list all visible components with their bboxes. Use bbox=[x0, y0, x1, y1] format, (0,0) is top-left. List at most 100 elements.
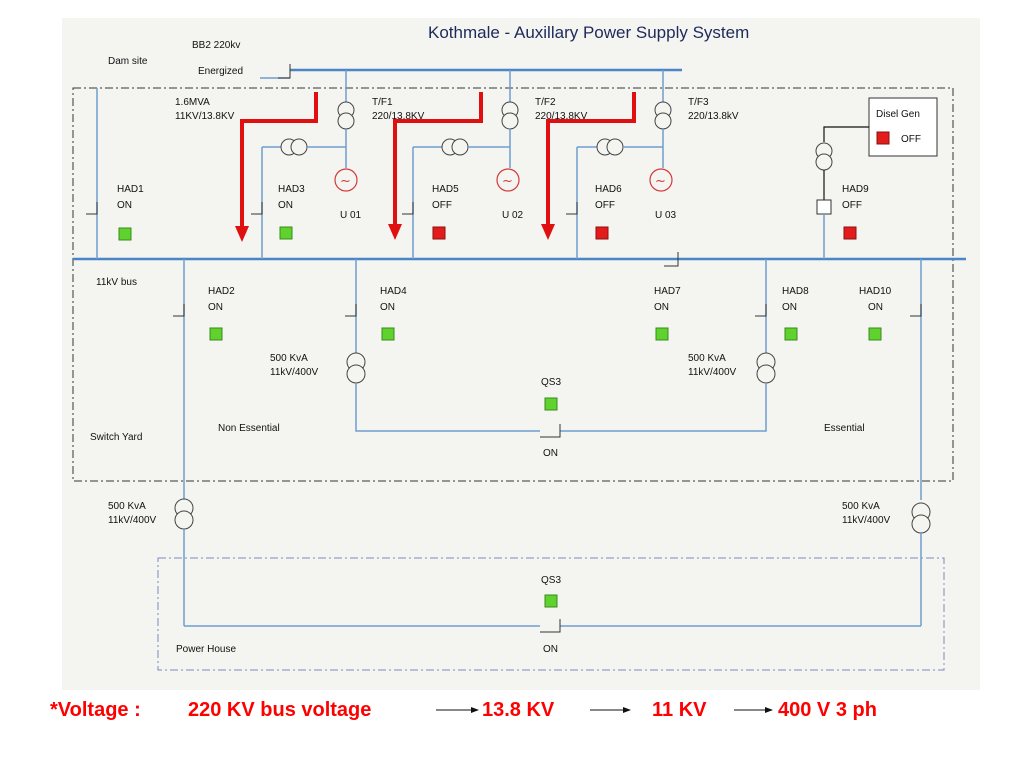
tf16-winding-2 bbox=[290, 138, 308, 156]
tf2-feed-arrow bbox=[393, 92, 483, 230]
tf3-winding-2 bbox=[654, 112, 672, 130]
footer-v3: 11 KV bbox=[652, 699, 707, 721]
had3-indicator[interactable] bbox=[279, 226, 293, 240]
diagram-panel bbox=[62, 18, 980, 690]
had1-indicator[interactable] bbox=[118, 227, 132, 241]
had4-switch[interactable] bbox=[345, 304, 357, 317]
had8-indicator[interactable] bbox=[784, 327, 798, 341]
had5-name: HAD5 bbox=[432, 184, 459, 195]
non-essential-label: Non Essential bbox=[218, 423, 280, 434]
dam-site-label: Dam site bbox=[108, 56, 148, 67]
qs3-ph-indicator[interactable] bbox=[544, 594, 558, 608]
tf16-line2: 11KV/13.8KV bbox=[175, 111, 235, 122]
ph-tr-right-line2: 11kV/400V bbox=[842, 515, 891, 526]
had6-state: OFF bbox=[595, 200, 615, 211]
had10-feeder: HAD10 ON 500 KvA 11kV/400V bbox=[842, 259, 931, 626]
tf3-aux-winding-2 bbox=[606, 138, 624, 156]
had6-switch[interactable] bbox=[566, 202, 578, 215]
e-tr-line2: 11kV/400V bbox=[688, 367, 737, 378]
footer-v4: 400 V 3 ph bbox=[778, 699, 877, 721]
had5-indicator[interactable] bbox=[432, 226, 446, 240]
diesel-label: Disel Gen bbox=[876, 109, 920, 120]
had7-indicator[interactable] bbox=[655, 327, 669, 341]
had8-state: ON bbox=[782, 302, 797, 313]
had6-indicator[interactable] bbox=[595, 226, 609, 240]
diesel-gen-box bbox=[868, 97, 938, 157]
footer-v1: 220 KV bus voltage bbox=[188, 699, 371, 721]
tf1-feed-arrowhead bbox=[235, 226, 249, 242]
diesel-state: OFF bbox=[901, 134, 921, 145]
tf3-line2: 220/13.8kV bbox=[688, 111, 739, 122]
footer-v2: 13.8 KV bbox=[482, 699, 555, 721]
ph-tr-left-line1: 500 KvA bbox=[108, 501, 146, 512]
had8-name: HAD8 bbox=[782, 286, 809, 297]
generator-u01 bbox=[334, 168, 358, 192]
bb2-bus-section: BB2 220kv Energized Dam site bbox=[108, 40, 682, 79]
tf2-winding-2 bbox=[501, 112, 519, 130]
had1-switch[interactable] bbox=[86, 202, 98, 215]
had9-indicator[interactable] bbox=[843, 226, 857, 240]
tf1-group: ~ U 01 T/F1 220/13.8KV 1.6MVA 11KV/13.8K… bbox=[175, 70, 425, 259]
had2-indicator[interactable] bbox=[209, 327, 223, 341]
had9-name: HAD9 bbox=[842, 184, 869, 195]
voltage-footer: *Voltage : 220 KV bus voltage 13.8 KV 11… bbox=[50, 699, 877, 721]
qs3-sy-state: ON bbox=[543, 448, 558, 459]
tf3-feed-arrow bbox=[546, 92, 636, 230]
qs3-ph-state: ON bbox=[543, 644, 558, 655]
tf1-feed-arrow bbox=[240, 92, 318, 232]
had10-indicator[interactable] bbox=[868, 327, 882, 341]
tf2-aux-winding-2 bbox=[451, 138, 469, 156]
had1-name: HAD1 bbox=[117, 184, 144, 195]
qs3-sy-indicator[interactable] bbox=[544, 397, 558, 411]
had4-state: ON bbox=[380, 302, 395, 313]
u01-tilde-icon: ~ bbox=[340, 174, 351, 189]
qs3-switchyard: QS3 ON Switch Yard bbox=[90, 377, 561, 459]
tf2-line1: T/F2 bbox=[535, 97, 556, 108]
bus-tie-switch[interactable] bbox=[664, 252, 679, 267]
diagram-title: Kothmale - Auxillary Power Supply System bbox=[428, 23, 749, 42]
tf3-feed-arrowhead bbox=[541, 224, 555, 240]
had3-name: HAD3 bbox=[278, 184, 305, 195]
qs3-ph-switch[interactable] bbox=[540, 619, 561, 633]
tf2-feed-arrowhead bbox=[388, 224, 402, 240]
qs3-ph-name: QS3 bbox=[541, 575, 561, 586]
generator-u02 bbox=[496, 168, 520, 192]
ne-link-wire bbox=[355, 383, 540, 432]
had9-switch[interactable] bbox=[816, 199, 832, 215]
switch-yard-label: Switch Yard bbox=[90, 432, 142, 443]
tf2-group: ~ U 02 T/F2 220/13.8KV HAD5 OFF bbox=[388, 70, 588, 259]
ph-tr-left-winding-2 bbox=[174, 510, 194, 530]
energized-label: Energized bbox=[198, 66, 243, 77]
had2-name: HAD2 bbox=[208, 286, 235, 297]
had4-name: HAD4 bbox=[380, 286, 407, 297]
tf3-line1: T/F3 bbox=[688, 97, 709, 108]
u03-tilde-icon: ~ bbox=[655, 174, 666, 189]
u01-label: U 01 bbox=[340, 210, 362, 221]
had2-switch[interactable] bbox=[173, 304, 185, 317]
tf1-line1: T/F1 bbox=[372, 97, 393, 108]
had7-had8-feeder: HAD8 ON HAD7 ON 500 KvA 11kV/400V Essent… bbox=[560, 259, 865, 434]
had3-switch[interactable] bbox=[251, 202, 263, 215]
had6-name: HAD6 bbox=[595, 184, 622, 195]
e-tr-winding-2 bbox=[756, 364, 776, 384]
had10-switch[interactable] bbox=[910, 304, 922, 317]
diesel-link bbox=[823, 126, 869, 142]
u02-tilde-icon: ~ bbox=[502, 174, 513, 189]
bb2-label: BB2 220kv bbox=[192, 40, 240, 51]
energized-switch[interactable] bbox=[278, 64, 291, 79]
had3-state: ON bbox=[278, 200, 293, 211]
had5-state: OFF bbox=[432, 200, 452, 211]
had4-indicator[interactable] bbox=[381, 327, 395, 341]
power-house-label: Power House bbox=[176, 644, 236, 655]
had1-state: ON bbox=[117, 200, 132, 211]
footer-prefix: *Voltage : bbox=[50, 699, 141, 721]
qs3-sy-switch[interactable] bbox=[540, 424, 561, 438]
had9-state: OFF bbox=[842, 200, 862, 211]
ph-tr-right-line1: 500 KvA bbox=[842, 501, 880, 512]
had5-switch[interactable] bbox=[402, 202, 414, 215]
had7-name: HAD7 bbox=[654, 286, 681, 297]
diesel-tr-winding-2 bbox=[815, 153, 833, 171]
had8-switch[interactable] bbox=[755, 304, 767, 317]
diesel-indicator[interactable] bbox=[876, 131, 890, 145]
had7-state: ON bbox=[654, 302, 669, 313]
